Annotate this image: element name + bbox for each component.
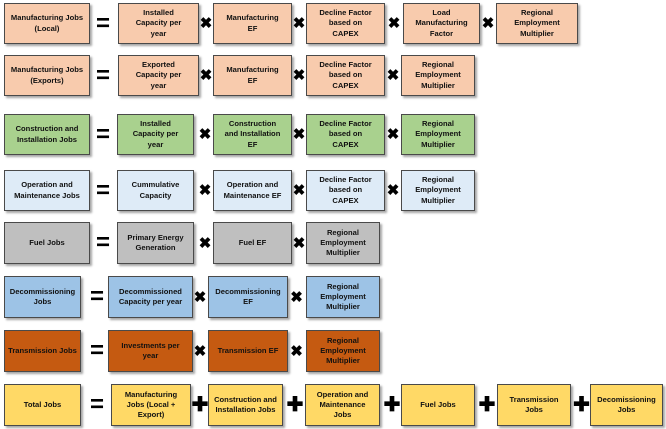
multiply-sign: ✖: [292, 126, 306, 143]
factor-box-construction-and-installation-ef: Construction and Installation EF: [213, 114, 292, 155]
equals-sign: =: [89, 337, 104, 364]
factor-box-decommissioning-ef: Decommissioning EF: [208, 276, 288, 318]
result-box-fuel-jobs: Fuel Jobs: [4, 222, 90, 264]
factor-box-transmission-ef: Transmission EF: [208, 330, 288, 372]
factor-box-manufacturing-jobs-local-export: Manufacturing Jobs (Local + Export): [111, 384, 191, 426]
result-box-manufacturing-jobs-local: Manufacturing Jobs (Local): [4, 3, 90, 44]
equals-sign: =: [89, 283, 104, 310]
factor-box-decline-factor-based-on-capex: Decline Factor based on CAPEX: [306, 114, 385, 155]
factor-box-operation-and-maintenance-jobs: Operation and Maintenance Jobs: [305, 384, 380, 426]
factor-box-exported-capacity-per-year: Exported Capacity per year: [118, 55, 199, 96]
factor-box-installed-capacity-per-year: Installed Capacity per year: [117, 114, 194, 155]
multiply-sign: ✖: [193, 288, 207, 306]
multiply-sign: ✖: [198, 126, 212, 143]
plus-sign: ✚: [573, 394, 590, 416]
factor-box-decommissioned-capacity-per-year: Decommissioned Capacity per year: [108, 276, 193, 318]
plus-sign: ✚: [478, 394, 496, 416]
multiply-sign: ✖: [290, 288, 303, 306]
factor-box-regional-employment-multiplier: Regional Employment Multiplier: [401, 114, 475, 155]
equals-sign: =: [89, 391, 104, 418]
result-box-transmission-jobs: Transmission Jobs: [4, 330, 81, 372]
multiply-sign: ✖: [199, 67, 213, 84]
factor-box-installed-capacity-per-year: Installed Capacity per year: [118, 3, 199, 44]
equals-sign: =: [95, 120, 110, 148]
factor-box-fuel-jobs: Fuel Jobs: [401, 384, 475, 426]
result-box-construction-and-installation-jobs: Construction and Installation Jobs: [4, 114, 90, 155]
factor-box-regional-employment-multiplier: Regional Employment Multiplier: [496, 3, 578, 44]
factor-box-manufacturing-ef: Manufacturing EF: [213, 3, 292, 44]
factor-box-regional-employment-multiplier: Regional Employment Multiplier: [401, 170, 475, 211]
result-box-operation-and-maintenance-jobs: Operation and Maintenance Jobs: [4, 170, 90, 211]
result-box-total-jobs: Total Jobs: [4, 384, 81, 426]
multiply-sign: ✖: [386, 126, 400, 143]
factor-box-regional-employment-multiplier: Regional Employment Multiplier: [306, 222, 380, 264]
factor-box-regional-employment-multiplier: Regional Employment Multiplier: [401, 55, 475, 96]
multiply-sign: ✖: [292, 182, 306, 199]
equals-sign: =: [95, 176, 110, 204]
multiply-sign: ✖: [290, 342, 303, 360]
multiply-sign: ✖: [199, 15, 213, 32]
factor-box-load-manufacturing-factor: Load Manufacturing Factor: [403, 3, 480, 44]
factor-box-investments-per-year: Investments per year: [108, 330, 193, 372]
factor-box-regional-employment-multiplier: Regional Employment Multiplier: [306, 330, 380, 372]
factor-box-decline-factor-based-on-capex: Decline Factor based on CAPEX: [306, 170, 385, 211]
factor-box-decomissioning-jobs: Decomissioning Jobs: [590, 384, 663, 426]
multiply-sign: ✖: [387, 15, 401, 32]
factor-box-decline-factor-based-on-capex: Decline Factor based on CAPEX: [306, 3, 385, 44]
factor-box-operation-and-maintenance-ef: Operation and Maintenance EF: [213, 170, 292, 211]
multiply-sign: ✖: [292, 67, 306, 84]
plus-sign: ✚: [191, 394, 209, 416]
factor-box-cummulative-capacity: Cummulative Capacity: [117, 170, 194, 211]
factor-box-manufacturing-ef: Manufacturing EF: [213, 55, 292, 96]
result-box-decommissioning-jobs: Decommissioning Jobs: [4, 276, 81, 318]
multiply-sign: ✖: [198, 234, 212, 252]
factor-box-construction-and-installation-jobs: Construction and Installation Jobs: [208, 384, 283, 426]
factor-box-primary-energy-generation: Primary Energy Generation: [117, 222, 194, 264]
equals-sign: =: [95, 9, 110, 37]
multiply-sign: ✖: [193, 342, 207, 360]
result-box-manufacturing-jobs-exports: Manufacturing Jobs (Exports): [4, 55, 90, 96]
plus-sign: ✚: [383, 394, 401, 416]
multiply-sign: ✖: [198, 182, 212, 199]
multiply-sign: ✖: [292, 15, 306, 32]
factor-box-fuel-ef: Fuel EF: [213, 222, 292, 264]
multiply-sign: ✖: [386, 182, 400, 199]
multiply-sign: ✖: [481, 15, 495, 32]
factor-box-decline-factor-based-on-capex: Decline Factor based on CAPEX: [306, 55, 385, 96]
equals-sign: =: [95, 61, 110, 89]
factor-box-regional-employment-multiplier: Regional Employment Multiplier: [306, 276, 380, 318]
factor-box-transmission-jobs: Transmission Jobs: [497, 384, 571, 426]
plus-sign: ✚: [286, 394, 304, 416]
multiply-sign: ✖: [386, 67, 400, 84]
multiply-sign: ✖: [292, 234, 306, 252]
equals-sign: =: [95, 229, 110, 256]
